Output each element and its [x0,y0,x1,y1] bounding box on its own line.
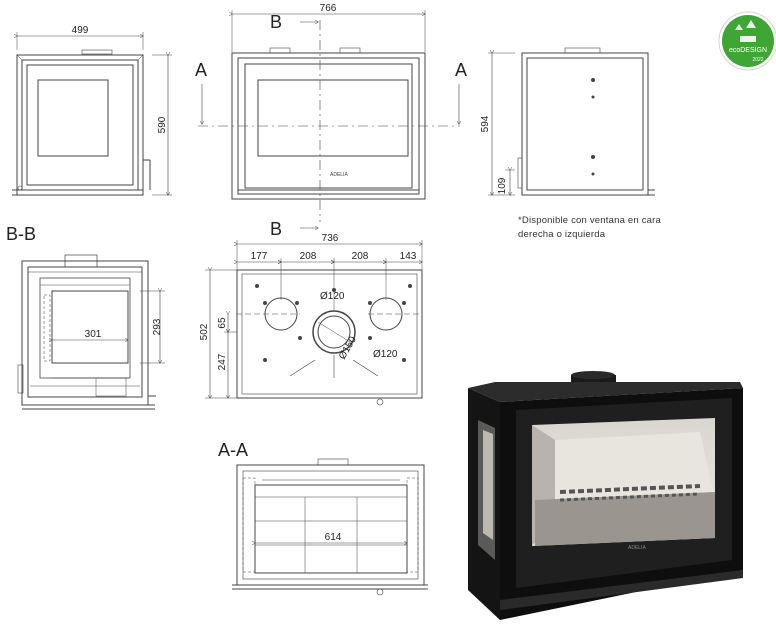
badge-line1: ecoDESIGN [729,47,767,54]
top-offset-4: 143 [400,251,417,262]
top-offset-2: 208 [300,251,317,262]
diam-center-label: Ø150 [337,334,359,361]
top-offset-3: 208 [352,251,369,262]
section-aa-drawing [232,458,428,596]
product-photo: ADELIA [468,371,743,620]
note-line-2: derecha o izquierda [518,229,606,240]
top-side-height-dim: 502 [199,323,210,340]
front-width-dim: 499 [72,25,89,36]
photo-brand-mark: ADELIA [628,545,646,551]
section-b-bottom-marker: B [270,219,282,239]
top-overall-width-dim: 736 [322,233,339,244]
side-foot-dim: 109 [497,177,508,194]
bb-inner-width-dim: 301 [85,329,102,340]
front-height-dim: 590 [157,116,168,133]
availability-note: *Disponible con ventana en cara derecha … [518,214,661,242]
top-offset-1: 177 [251,251,268,262]
section-a-left-marker: A [195,60,207,80]
section-bb-title: B-B [6,224,36,244]
note-line-1: *Disponible con ventana en cara [518,215,661,226]
section-bb-drawing [17,254,165,410]
center-width-dim: 766 [320,3,337,14]
top-offset-247: 247 [217,353,228,370]
bb-inner-height-dim: 293 [152,318,163,335]
svg-text:ADELIA: ADELIA [330,172,348,178]
front-view [12,32,172,195]
top-offset-65: 65 [217,317,228,329]
diam-left-label: Ø120 [320,291,345,302]
section-aa-title: A-A [218,440,248,460]
side-height-dim: 594 [480,115,491,132]
ecodesign-badge: ecoDESIGN 2022 [718,11,776,71]
section-b-top-marker: B [270,12,282,32]
badge-line2: 2022 [752,57,763,63]
diam-right-label: Ø120 [373,349,398,360]
center-view: ADELIA [198,10,460,228]
top-view-drawing [205,240,422,406]
aa-inner-width-dim: 614 [325,532,342,543]
side-view [488,47,655,195]
section-a-right-marker: A [455,60,467,80]
